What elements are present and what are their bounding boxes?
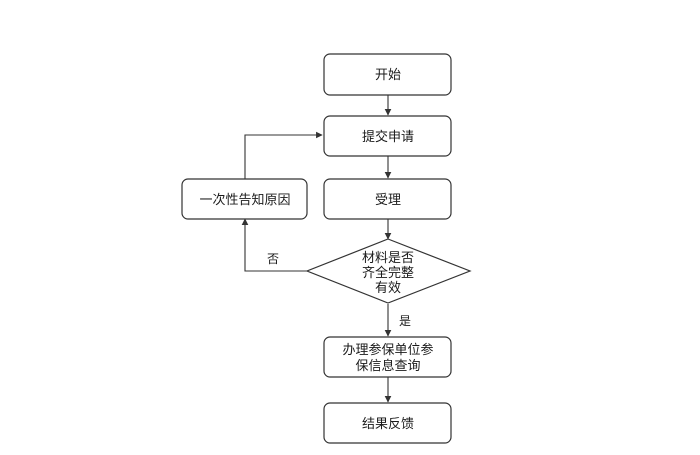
start-node: 开始	[323, 53, 452, 96]
edge-label-yes: 是	[399, 314, 411, 328]
edge-notify-to-submit	[244, 131, 323, 179]
feedback-label: 结果反馈	[362, 417, 414, 432]
handle-line-2: 保信息查询	[355, 358, 420, 374]
feedback-node: 结果反馈	[323, 402, 452, 444]
start-label: 开始	[375, 68, 401, 83]
submit-node: 提交申请	[323, 115, 452, 157]
decision-line-2: 齐全完整	[362, 265, 414, 281]
edge-decision-to-notify	[241, 218, 307, 272]
accept-node: 受理	[323, 178, 452, 220]
edge-label-no: 否	[267, 252, 279, 266]
handle-line-1: 办理参保单位参	[342, 342, 433, 358]
submit-label: 提交申请	[362, 129, 414, 145]
accept-label: 受理	[375, 193, 401, 208]
decision-line-3: 有效	[375, 281, 401, 296]
notify-label: 一次性告知原因	[199, 192, 290, 208]
decision-node: 材料是否 齐全完整 有效	[305, 238, 472, 304]
notify-node: 一次性告知原因	[181, 178, 308, 220]
decision-line-1: 材料是否	[362, 251, 414, 266]
handle-node: 办理参保单位参 保信息查询	[323, 336, 452, 378]
